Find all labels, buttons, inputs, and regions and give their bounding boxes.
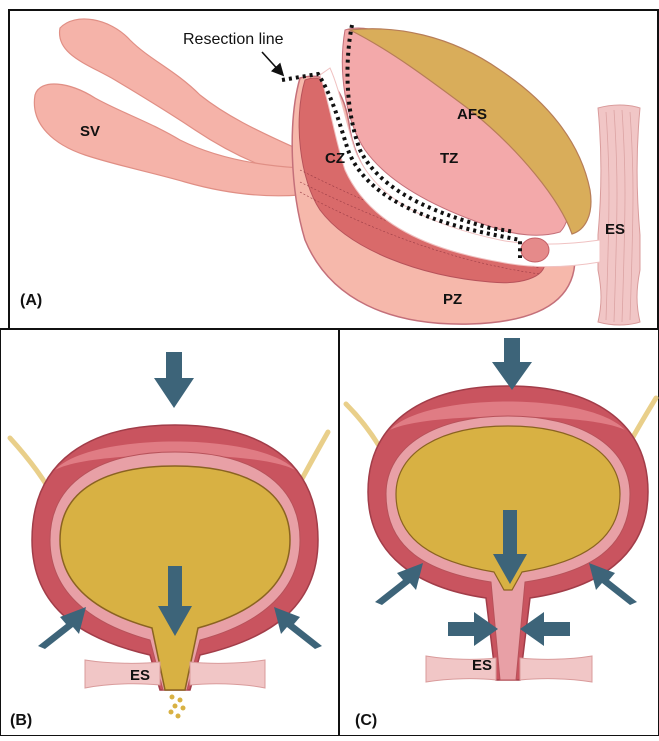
panel-a-letter: (A) bbox=[20, 292, 42, 309]
arrow-down-top-b bbox=[154, 352, 194, 408]
arrow-left-diagonal-b bbox=[274, 607, 322, 649]
arrow-right-diagonal-c bbox=[375, 563, 423, 605]
arrow-down-top-c bbox=[492, 338, 532, 390]
urine-leak-drops bbox=[169, 695, 186, 719]
panel-b-letter: (B) bbox=[10, 712, 32, 729]
afs-label: AFS bbox=[457, 106, 487, 123]
arrow-left-diagonal-c bbox=[589, 563, 637, 605]
es-label-a: ES bbox=[605, 221, 625, 238]
pz-label: PZ bbox=[443, 291, 462, 308]
panel-a: Resection line SV CZ TZ AFS PZ ES (A) bbox=[20, 19, 640, 325]
panel-c-letter: (C) bbox=[355, 712, 377, 729]
es-label-c: ES bbox=[472, 657, 492, 674]
tz-label: TZ bbox=[440, 150, 458, 167]
resection-line-label: Resection line bbox=[183, 31, 284, 48]
panel-b: ES (B) bbox=[10, 352, 328, 729]
sv-label: SV bbox=[80, 123, 100, 140]
external-sphincter-a bbox=[598, 105, 640, 325]
panel-c: ES (C) bbox=[346, 338, 656, 729]
cz-label: CZ bbox=[325, 150, 345, 167]
es-label-b: ES bbox=[130, 667, 150, 684]
